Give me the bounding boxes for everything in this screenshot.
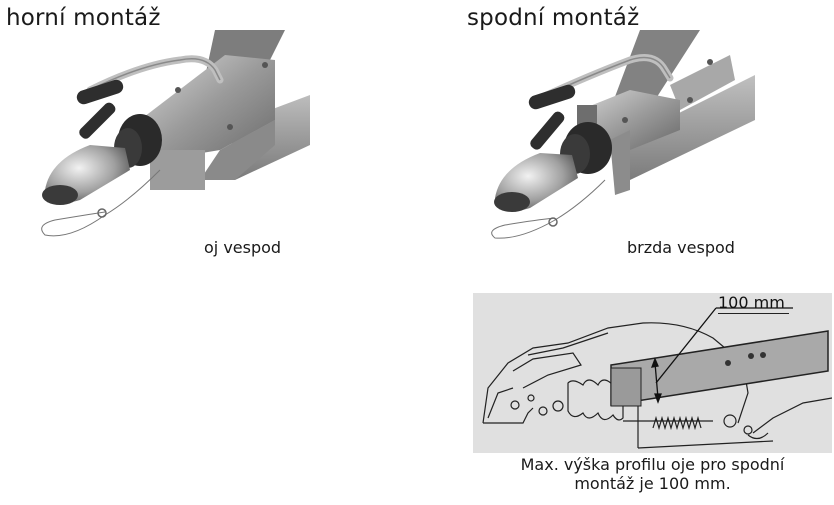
bottom-mount-title: spodní montáž	[467, 5, 640, 31]
dimension-label-100mm: 100 mm	[718, 293, 789, 314]
diagram-caption-line-2: montáž je 100 mm.	[574, 474, 731, 493]
bottom-mount-caption: brzda vespod	[627, 238, 735, 257]
diagram-caption-line-1: Max. výška profilu oje pro spodní	[520, 455, 785, 474]
top-mount-title: horní montáž	[6, 5, 161, 31]
coupling-line-drawing	[482, 307, 833, 449]
top-mount-caption: oj vespod	[204, 238, 282, 257]
bottom-mount-coupling-photo	[491, 30, 755, 239]
profile-height-diagram	[473, 293, 833, 453]
top-mount-coupling-photo	[41, 30, 310, 237]
diagram-caption: Max. výška profilu oje pro spodní montáž…	[473, 455, 832, 493]
